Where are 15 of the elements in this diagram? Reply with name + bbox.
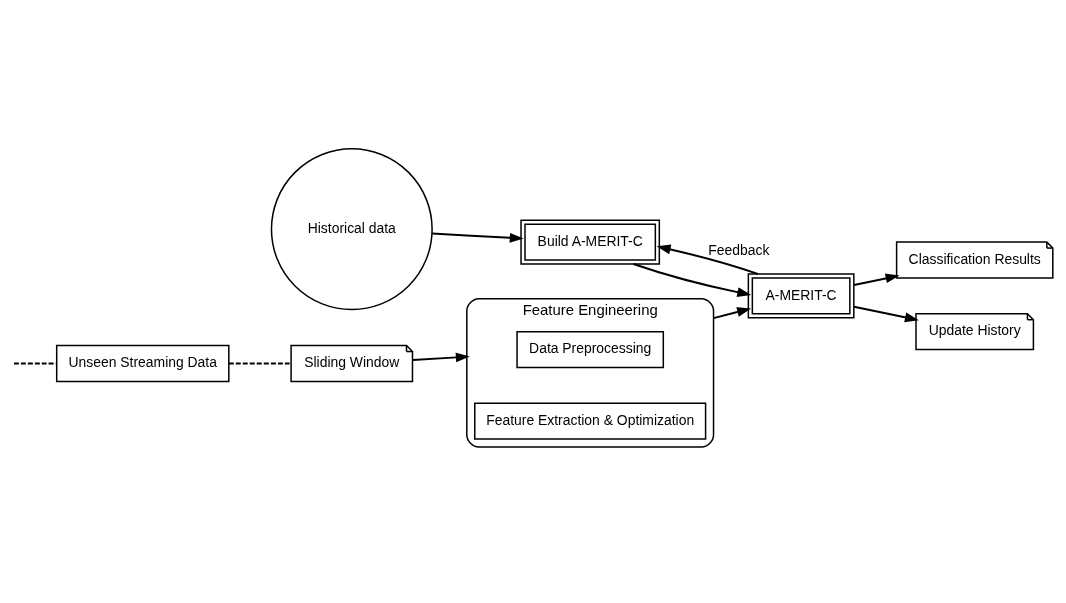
arrow (712, 306, 752, 319)
connector (227, 362, 292, 364)
node-box: Build A-MERIT-C (520, 218, 661, 265)
node-box: A-MERIT-C (747, 272, 855, 318)
arrow (853, 305, 919, 322)
arrow (632, 262, 752, 297)
node-box: Data Preprocessing (516, 330, 665, 368)
edge-label: Feedback (708, 241, 770, 258)
arrow (656, 244, 759, 275)
arrow (853, 273, 900, 286)
arrow (411, 352, 470, 362)
node-box: Feature Extraction & Optimization (474, 402, 707, 440)
node-circle: Historical data (270, 147, 433, 310)
arrow (431, 232, 524, 243)
node-box: Unseen Streaming Data (55, 344, 230, 382)
